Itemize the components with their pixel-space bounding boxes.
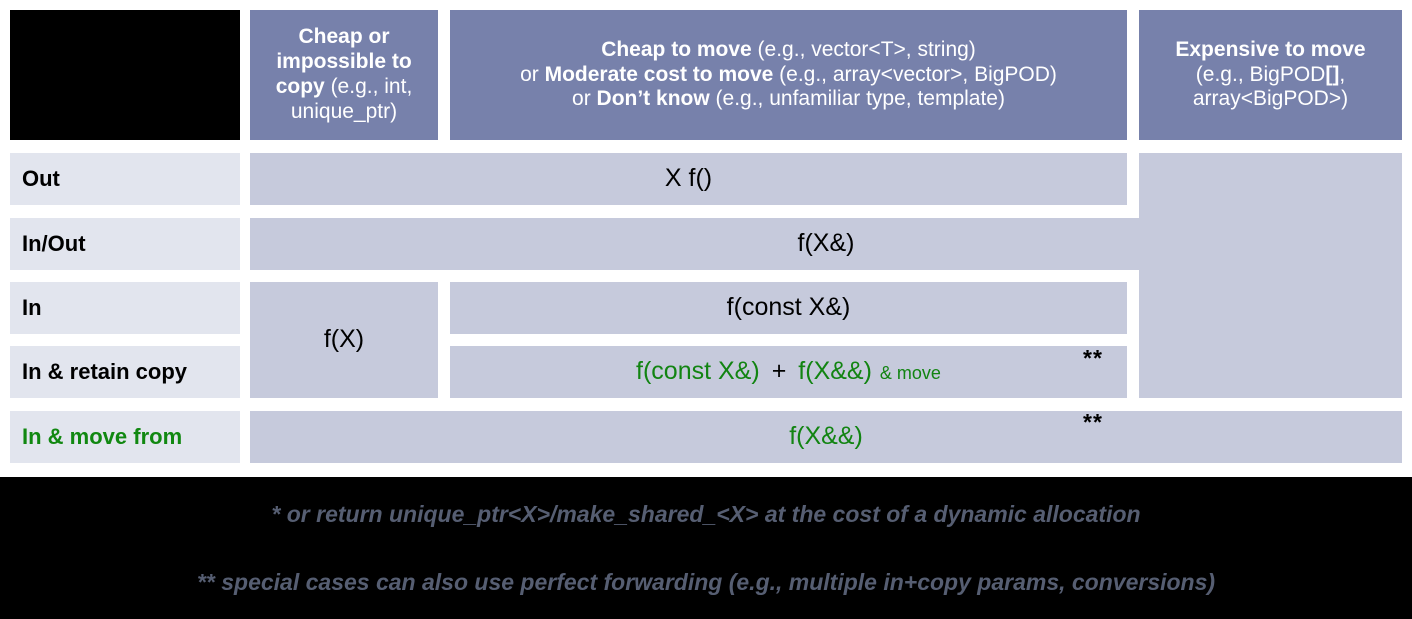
cell-out-main: X f(): [250, 153, 1127, 205]
header-text-detail: (e.g., array<vector>, BigPOD): [773, 62, 1057, 86]
header-text: []: [1325, 62, 1340, 86]
footnote-single-star: * or return unique_ptr<X>/make_shared_<X…: [0, 501, 1412, 528]
footnote-marker-retain-copy: **: [1083, 345, 1103, 372]
header-text-detail: (e.g., vector<T>, string): [751, 37, 976, 61]
row-label-text: In/Out: [22, 231, 86, 257]
column-header-cheap-or-impossible-to-copy: Cheap or impossible to copy (e.g., int, …: [250, 10, 438, 140]
footnote-text: * or return unique_ptr<X>/make_shared_<X…: [271, 501, 1141, 527]
header-text: Expensive to move: [1175, 37, 1366, 61]
footnote-marker-text: **: [1083, 409, 1103, 435]
row-label-text: In & retain copy: [22, 359, 188, 385]
row-label-text: In: [22, 295, 42, 321]
cell-text-plus: +: [771, 357, 787, 386]
header-text-detail: (e.g., BigPOD: [1195, 62, 1326, 86]
header-text-detail: or: [520, 62, 545, 86]
header-text: copy: [275, 75, 325, 98]
footnote-double-star: ** special cases can also use perfect fo…: [0, 569, 1412, 596]
header-line: or Don’t know (e.g., unfamiliar type, te…: [572, 87, 1005, 112]
header-text-detail: unique_ptr): [290, 99, 398, 123]
header-text-detail: (e.g., unfamiliar type, template): [709, 87, 1005, 111]
header-text-detail: ,: [1339, 62, 1346, 86]
cell-expensive-move-merged-empty: [1139, 153, 1402, 398]
header-line: impossible to: [276, 50, 411, 75]
column-header-expensive-to-move: Expensive to move (e.g., BigPOD[], array…: [1139, 10, 1402, 140]
cell-in-move-from-main: f(X&&): [250, 411, 1402, 463]
cell-text: X f(): [664, 164, 713, 193]
row-label-in-out: In/Out: [10, 218, 240, 270]
cell-text-rvalue-ref: f(X&&): [798, 357, 872, 386]
header-text-detail: or: [572, 87, 597, 111]
header-text-detail: array<BigPOD>): [1192, 87, 1349, 111]
header-line: copy (e.g., int,: [276, 75, 413, 100]
table-corner-blank: [10, 10, 240, 140]
cell-expression-group: f(const X&) + f(X&&) & move: [636, 357, 941, 387]
cell-text: f(X&&): [789, 422, 863, 451]
cell-in-retain-copy-main: f(const X&) + f(X&&) & move: [450, 346, 1127, 398]
cell-text: f(X): [323, 325, 365, 354]
header-line: Expensive to move: [1175, 38, 1365, 63]
footnote-marker-text: **: [1083, 345, 1103, 371]
cell-text: f(const X&): [726, 293, 851, 322]
footer-band: [0, 477, 1412, 619]
footnote-marker-move-from: **: [1083, 409, 1103, 436]
row-label-text: In & move from: [22, 424, 183, 450]
header-line: (e.g., BigPOD[],: [1196, 63, 1345, 88]
header-text: Moderate cost to move: [544, 62, 774, 86]
row-label-out: Out: [10, 153, 240, 205]
header-text: impossible to: [276, 50, 412, 74]
row-label-in-move-from: In & move from: [10, 411, 240, 463]
header-text: Cheap to move: [601, 37, 752, 61]
row-label-in-retain-copy: In & retain copy: [10, 346, 240, 398]
header-text: Don’t know: [596, 87, 710, 111]
cell-in-main: f(const X&): [450, 282, 1127, 334]
header-line: or Moderate cost to move (e.g., array<ve…: [520, 63, 1057, 88]
header-line: Cheap to move (e.g., vector<T>, string): [601, 38, 976, 63]
footnote-text: ** special cases can also use perfect fo…: [196, 569, 1216, 595]
cell-text-and-move: & move: [879, 363, 941, 384]
header-line: array<BigPOD>): [1193, 87, 1348, 112]
header-text-detail: (e.g., int,: [324, 75, 413, 98]
header-line: unique_ptr): [291, 100, 397, 125]
header-line: Cheap or: [298, 25, 389, 50]
column-header-cheap-to-move: Cheap to move (e.g., vector<T>, string) …: [450, 10, 1127, 140]
cell-inout-main: f(X&): [250, 218, 1402, 270]
header-text: Cheap or: [298, 25, 390, 49]
row-label-text: Out: [22, 166, 60, 192]
cell-text: f(X&): [797, 229, 855, 258]
cell-in-cheap-copy-merged: f(X): [250, 282, 438, 398]
row-label-in: In: [10, 282, 240, 334]
cell-text-const-ref: f(const X&): [636, 357, 760, 386]
